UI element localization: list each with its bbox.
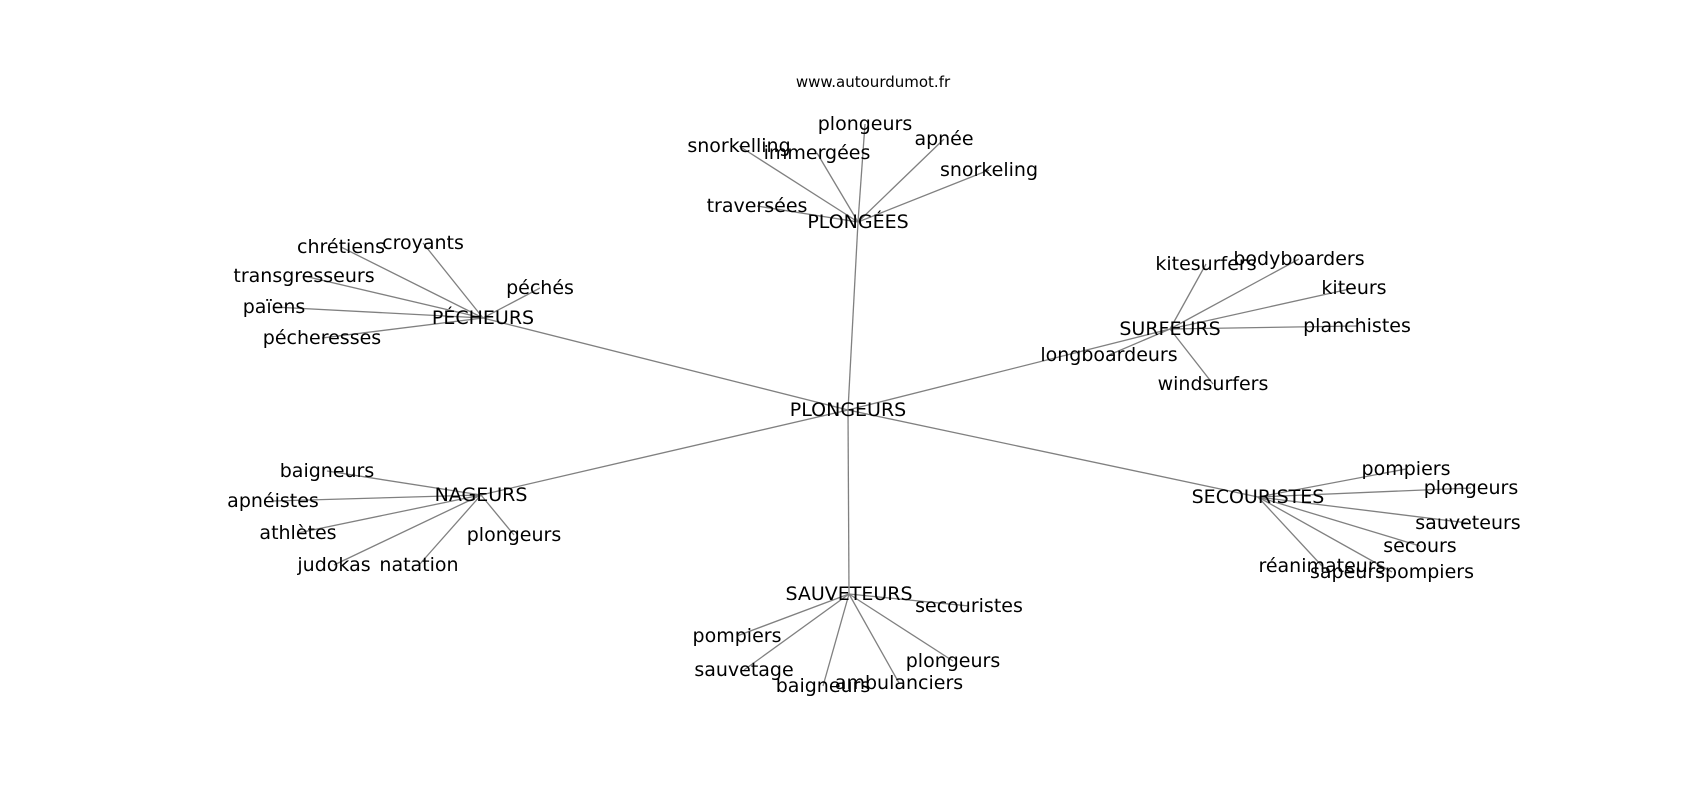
leaf-node: sauveteurs: [1415, 512, 1520, 534]
watermark: www.autourdumot.fr: [796, 73, 951, 91]
edge-group-3-leaf-5: [480, 494, 515, 536]
leaf-node: kitesurfers: [1155, 253, 1256, 275]
edge-group-2-leaf-4: [1108, 328, 1171, 356]
edge-group-3-leaf-1: [272, 494, 482, 502]
leaf-node: péchés: [506, 277, 574, 299]
leaf-node: croyants: [382, 232, 464, 254]
edge-group-2-leaf-5: [1169, 328, 1214, 385]
edge-center-group-3: [480, 409, 849, 496]
edge-center-group-2: [847, 328, 1171, 411]
leaf-node: longboardeurs: [1040, 344, 1177, 366]
edge-center-group-5: [847, 409, 850, 595]
edge-group-0-leaf-2: [857, 169, 990, 223]
edge-group-1-leaf-1: [340, 246, 484, 319]
edge-center-group-0: [847, 221, 859, 411]
edge-group-4-leaf-3: [1257, 496, 1421, 547]
edge-group-1-leaf-2: [303, 275, 484, 319]
edge-group-4-leaf-5: [1257, 496, 1323, 567]
leaf-node: apnéistes: [227, 490, 319, 512]
edge-group-3-leaf-4: [418, 494, 482, 566]
leaf-node: apnée: [914, 128, 973, 150]
edge-group-2-leaf-1: [1169, 258, 1300, 330]
edge-group-1-leaf-4: [321, 317, 484, 339]
leaf-node: pompiers: [693, 625, 782, 647]
leaf-node: païens: [243, 296, 306, 318]
edge-center-group-4: [847, 409, 1259, 498]
leaf-node: réanimateurs: [1258, 555, 1385, 577]
leaf-node: secouristes: [915, 595, 1023, 617]
edge-group-1-leaf-0: [422, 242, 484, 319]
leaf-node: chrétiens: [297, 236, 385, 258]
group-node-2: SURFEURS: [1119, 318, 1220, 340]
leaf-node: transgresseurs: [233, 265, 374, 287]
center-node: PLONGEURS: [790, 399, 906, 421]
leaf-node: judokas: [296, 554, 370, 576]
leaf-node: snorkeling: [940, 159, 1038, 181]
edge-group-2-leaf-2: [1169, 287, 1355, 330]
leaf-node: baigneurs: [280, 460, 375, 482]
node-labels: PLONGEURSPLONGÉESplongeursapnéesnorkelin…: [227, 113, 1521, 697]
edge-group-5-leaf-4: [848, 593, 900, 684]
edge-center-group-1: [482, 317, 849, 411]
group-node-5: SAUVETEURS: [785, 583, 912, 605]
group-node-4: SECOURISTES: [1192, 486, 1325, 508]
leaf-node: immergées: [764, 142, 871, 164]
edge-group-5-leaf-3: [822, 593, 850, 687]
leaf-node: athlètes: [259, 522, 336, 544]
leaf-node: traversées: [707, 195, 808, 217]
edge-group-2-leaf-3: [1169, 325, 1358, 330]
edge-group-0-leaf-5: [756, 205, 859, 223]
leaf-node: pompiers: [1362, 458, 1451, 480]
edge-group-3-leaf-0: [326, 470, 482, 496]
edge-group-4-leaf-4: [1257, 496, 1393, 573]
group-node-0: PLONGÉES: [807, 210, 908, 233]
edge-group-1-leaf-3: [273, 306, 484, 319]
edge-group-0-leaf-1: [857, 138, 945, 223]
edge-group-3-leaf-2: [297, 494, 482, 534]
edge-group-5-leaf-0: [848, 593, 970, 607]
edge-group-4-leaf-1: [1257, 487, 1472, 498]
leaf-node: plongeurs: [467, 524, 562, 546]
edge-group-2-leaf-0: [1169, 263, 1207, 330]
leaf-node: kiteurs: [1321, 277, 1386, 299]
leaf-node: secours: [1383, 535, 1456, 557]
leaf-node: plongeurs: [1424, 477, 1519, 499]
leaf-node: sapeurspompiers: [1310, 561, 1474, 583]
edge-group-5-leaf-1: [736, 593, 850, 637]
leaf-node: pécheresses: [263, 327, 381, 349]
leaf-node: ambulanciers: [835, 672, 963, 694]
leaf-node: planchistes: [1303, 315, 1411, 337]
leaf-node: sauvetage: [694, 659, 793, 681]
group-node-1: PÉCHEURS: [432, 306, 534, 329]
edge-group-0-leaf-0: [857, 123, 866, 223]
leaf-node: natation: [379, 554, 458, 576]
edge-group-3-leaf-3: [333, 494, 482, 566]
edge-group-4-leaf-0: [1257, 468, 1407, 498]
leaf-node: plongeurs: [818, 113, 913, 135]
edge-group-4-leaf-2: [1257, 496, 1469, 524]
edges: [272, 123, 1472, 687]
leaf-node: windsurfers: [1158, 373, 1269, 395]
edge-group-5-leaf-2: [743, 593, 850, 671]
leaf-node: baigneurs: [776, 675, 871, 697]
edge-group-5-leaf-5: [848, 593, 954, 662]
leaf-node: plongeurs: [906, 650, 1001, 672]
edge-group-0-leaf-4: [738, 145, 859, 223]
edge-group-0-leaf-3: [816, 152, 859, 223]
group-node-3: NAGEURS: [435, 484, 528, 506]
leaf-node: snorkelling: [687, 135, 790, 157]
leaf-node: bodyboarders: [1233, 248, 1364, 270]
edge-group-1-leaf-5: [482, 287, 541, 319]
